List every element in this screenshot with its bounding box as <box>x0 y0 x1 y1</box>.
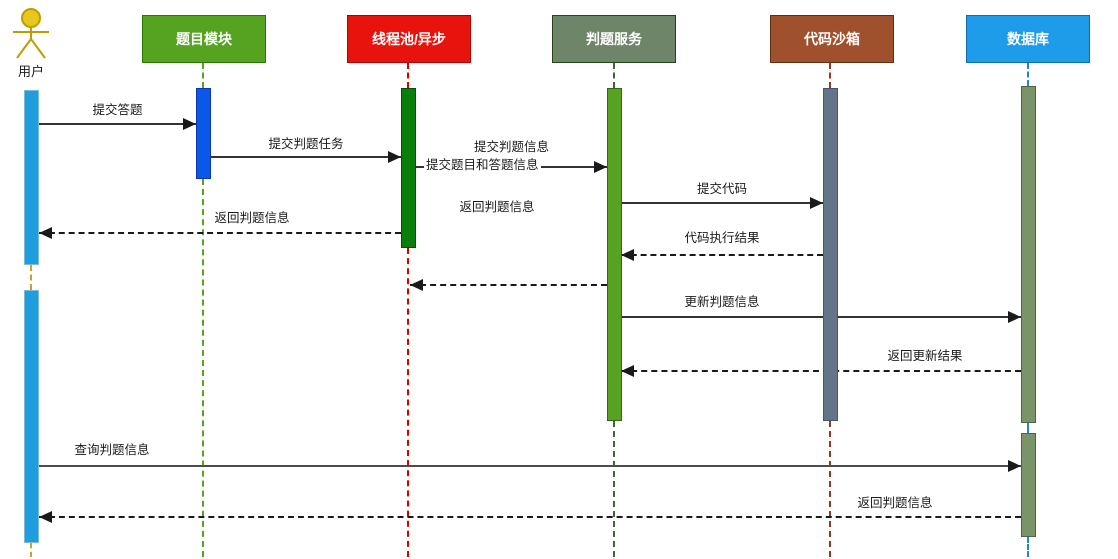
message-label: 提交判题任务 <box>268 137 344 151</box>
message-update-judge-info <box>621 316 1021 318</box>
message-label: 返回判题信息 <box>857 496 933 510</box>
arrowhead-icon <box>39 227 52 239</box>
lifeline-judge-service <box>613 63 615 88</box>
activation-question-module <box>196 88 211 179</box>
message-return-update-result <box>621 370 1021 372</box>
message-arrow-submit-judge-task <box>211 156 401 158</box>
message-label: 返回更新结果 <box>887 349 963 363</box>
arrowhead-icon <box>621 365 634 377</box>
lifeline-database <box>1027 537 1029 557</box>
message-label: 返回判题信息 <box>214 211 290 225</box>
participant-header-database: 数据库 <box>966 15 1090 63</box>
message-label: 更新判题信息 <box>684 295 760 309</box>
arrowhead-icon <box>388 151 401 163</box>
arrowhead-icon <box>39 511 52 523</box>
arrowhead-icon <box>1008 311 1021 323</box>
lifeline-thread-pool <box>407 63 409 88</box>
arrowhead-icon <box>410 279 423 291</box>
arrowhead-icon <box>810 197 823 209</box>
arrowhead-icon <box>1008 460 1021 472</box>
message-return-judge-info-to-user <box>39 232 401 234</box>
message-label: 提交题目和答题信息 <box>424 158 541 173</box>
lifeline-code-sandbox <box>829 421 831 557</box>
lifeline-judge-service <box>613 421 615 557</box>
lifeline-user <box>30 265 32 290</box>
message-label: 提交代码 <box>696 182 747 196</box>
message-label: 提交答题 <box>92 103 143 117</box>
activation-user-2 <box>24 290 39 543</box>
activation-database-2 <box>1021 433 1036 537</box>
message-label: 返回判题信息 <box>459 200 535 214</box>
message-return-judge-info-to-user-2 <box>39 516 1021 518</box>
activation-code-sandbox <box>823 88 838 421</box>
message-query-judge-info <box>39 465 1021 467</box>
message-label: 代码执行结果 <box>684 231 760 245</box>
lifeline-thread-pool <box>407 248 409 557</box>
message-return-judge-info-to-pool <box>410 284 607 286</box>
message-code-exec-result <box>621 254 823 256</box>
activation-database-1 <box>1021 86 1036 423</box>
user-actor-icon <box>13 8 49 59</box>
activation-thread-pool <box>401 88 416 248</box>
participant-header-code-sandbox: 代码沙箱 <box>770 15 894 63</box>
lifeline-code-sandbox <box>829 63 831 88</box>
participant-header-thread-pool: 线程池/异步 <box>347 15 471 63</box>
lifeline-question-module <box>202 63 204 88</box>
message-label: 提交判题信息 <box>473 140 549 154</box>
arrowhead-icon <box>621 249 634 261</box>
lifeline-database <box>1027 423 1029 433</box>
message-label: 查询判题信息 <box>74 443 150 457</box>
participant-label-user: 用户 <box>17 64 44 79</box>
arrowhead-icon <box>594 161 607 173</box>
participant-header-judge-service: 判题服务 <box>552 15 676 63</box>
message-arrow-submit-answer <box>39 123 196 125</box>
participant-header-question-module: 题目模块 <box>142 15 266 63</box>
lifeline-question-module <box>202 179 204 557</box>
activation-judge-service <box>607 88 622 421</box>
arrowhead-icon <box>183 118 196 130</box>
lifeline-database <box>1027 63 1029 86</box>
activation-user-1 <box>24 90 39 265</box>
lifeline-user <box>30 543 32 557</box>
message-arrow-submit-code <box>621 202 823 204</box>
